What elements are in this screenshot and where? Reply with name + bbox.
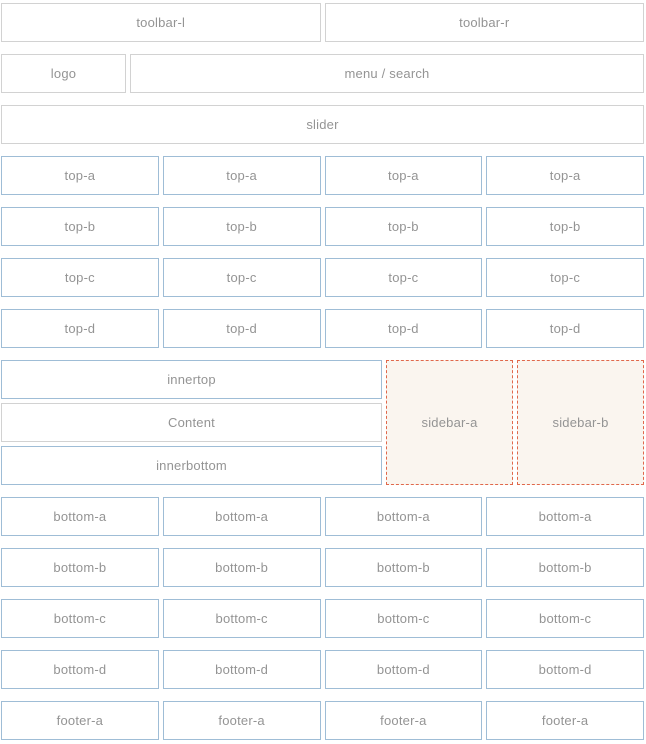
- top-a-row: top-a top-a top-a top-a: [1, 156, 644, 195]
- bottom-d-row: bottom-d bottom-d bottom-d bottom-d: [1, 650, 644, 689]
- position-slider: slider: [1, 105, 644, 144]
- position-top-b: top-b: [486, 207, 644, 246]
- position-bottom-d: bottom-d: [1, 650, 159, 689]
- position-content: Content: [1, 403, 382, 442]
- position-bottom-b: bottom-b: [324, 548, 483, 587]
- top-b-row: top-b top-b top-b top-b: [1, 207, 644, 246]
- top-d-row: top-d top-d top-d top-d: [1, 309, 644, 348]
- position-bottom-a: bottom-a: [486, 497, 644, 536]
- position-sidebar-b: sidebar-b: [517, 360, 644, 485]
- position-bottom-d: bottom-d: [324, 650, 483, 689]
- position-innertop: innertop: [1, 360, 382, 399]
- position-bottom-b: bottom-b: [162, 548, 321, 587]
- top-c-row: top-c top-c top-c top-c: [1, 258, 644, 297]
- toolbar-row: toolbar-l toolbar-r: [1, 3, 644, 42]
- position-footer-a: footer-a: [162, 701, 321, 740]
- position-top-b: top-b: [162, 207, 321, 246]
- position-top-c: top-c: [162, 258, 321, 297]
- position-top-d: top-d: [1, 309, 159, 348]
- position-bottom-c: bottom-c: [1, 599, 159, 638]
- position-top-a: top-a: [1, 156, 159, 195]
- position-menu-search: menu / search: [130, 54, 644, 93]
- bottom-a-row: bottom-a bottom-a bottom-a bottom-a: [1, 497, 644, 536]
- position-top-d: top-d: [486, 309, 644, 348]
- position-top-a: top-a: [162, 156, 321, 195]
- header-row: logo menu / search: [1, 54, 644, 93]
- position-bottom-c: bottom-c: [162, 599, 321, 638]
- position-toolbar-l: toolbar-l: [1, 3, 321, 42]
- footer-row: footer-a footer-a footer-a footer-a: [1, 701, 644, 740]
- position-top-c: top-c: [486, 258, 644, 297]
- position-bottom-c: bottom-c: [486, 599, 644, 638]
- position-toolbar-r: toolbar-r: [324, 3, 644, 42]
- bottom-b-row: bottom-b bottom-b bottom-b bottom-b: [1, 548, 644, 587]
- position-top-a: top-a: [324, 156, 483, 195]
- position-bottom-b: bottom-b: [1, 548, 159, 587]
- content-row: innertop Content innerbottom sidebar-a s…: [1, 360, 644, 485]
- position-footer-a: footer-a: [1, 701, 159, 740]
- position-top-d: top-d: [324, 309, 483, 348]
- position-sidebar-a: sidebar-a: [386, 360, 513, 485]
- position-logo: logo: [1, 54, 126, 93]
- position-innerbottom: innerbottom: [1, 446, 382, 485]
- position-footer-a: footer-a: [324, 701, 483, 740]
- main-column: innertop Content innerbottom: [1, 360, 382, 485]
- position-bottom-a: bottom-a: [162, 497, 321, 536]
- position-top-c: top-c: [324, 258, 483, 297]
- position-top-c: top-c: [1, 258, 159, 297]
- position-top-a: top-a: [486, 156, 644, 195]
- position-top-b: top-b: [324, 207, 483, 246]
- position-bottom-d: bottom-d: [486, 650, 644, 689]
- slider-row: slider: [1, 105, 644, 144]
- position-bottom-c: bottom-c: [324, 599, 483, 638]
- position-bottom-a: bottom-a: [1, 497, 159, 536]
- bottom-c-row: bottom-c bottom-c bottom-c bottom-c: [1, 599, 644, 638]
- position-top-b: top-b: [1, 207, 159, 246]
- position-bottom-a: bottom-a: [324, 497, 483, 536]
- position-top-d: top-d: [162, 309, 321, 348]
- position-bottom-d: bottom-d: [162, 650, 321, 689]
- position-footer-a: footer-a: [486, 701, 644, 740]
- position-bottom-b: bottom-b: [486, 548, 644, 587]
